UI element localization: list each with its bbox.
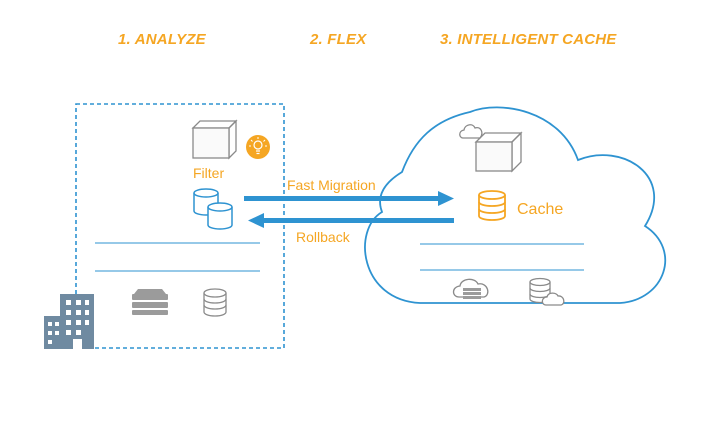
filter-label: Filter: [193, 165, 224, 181]
on-prem-panel: [75, 103, 285, 349]
cloud-server-icon: [452, 278, 489, 299]
building-icon: [44, 294, 94, 349]
rollback-arrow: [248, 213, 454, 228]
database-icon: [478, 190, 506, 221]
database-cloud-icon: [529, 277, 565, 306]
fast-migration-arrow: [244, 191, 454, 206]
step-flex-title: 2. FLEX: [310, 31, 367, 48]
fast-migration-label: Fast Migration: [287, 177, 376, 193]
cloud-shape: [364, 106, 666, 304]
rollback-label: Rollback: [296, 229, 351, 245]
database-stack-icon: [193, 188, 233, 230]
cache-label: Cache: [517, 201, 563, 218]
cube-icon: [191, 119, 238, 160]
cloud-icon: [459, 124, 483, 139]
step-cache-title: 3. INTELLIGENT CACHE: [440, 31, 617, 48]
step-analyze-title: 1. ANALYZE: [118, 31, 206, 48]
server-icon: [132, 289, 168, 315]
lightbulb-icon: [246, 135, 270, 159]
cube-icon: [474, 131, 523, 173]
database-icon: [203, 288, 227, 317]
